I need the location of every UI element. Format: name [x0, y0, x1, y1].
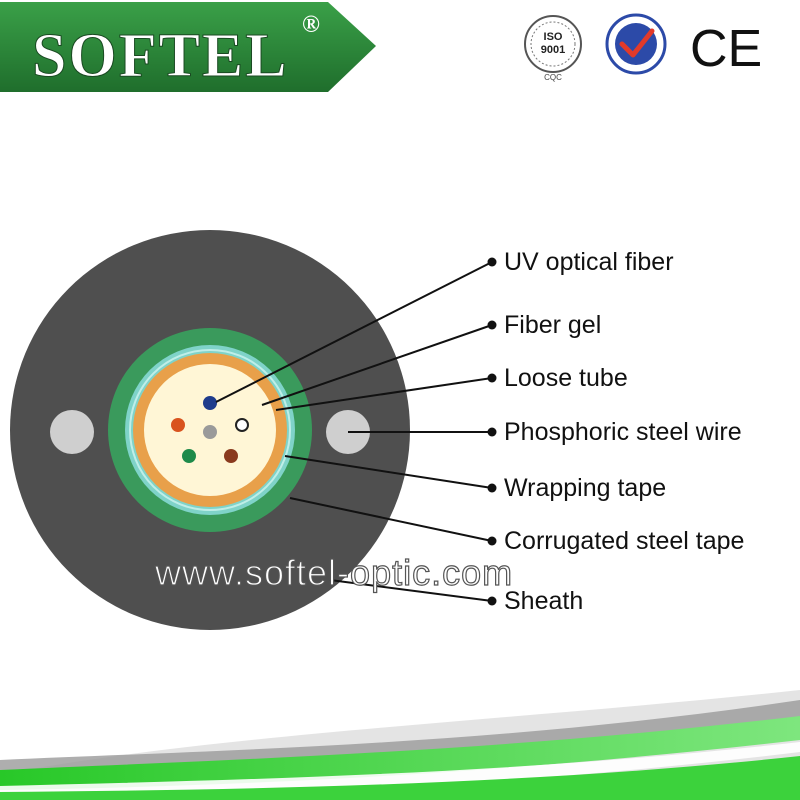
- decorative-waves: [0, 690, 800, 800]
- leader-lines: [215, 261, 493, 602]
- label-loose-tube: Loose tube: [504, 364, 628, 392]
- label-fiber-gel: Fiber gel: [504, 311, 601, 339]
- label-corrugated-steel-tape: Corrugated steel tape: [504, 527, 744, 555]
- registered-mark: ®: [302, 12, 320, 38]
- steel-wire-left: [50, 410, 94, 454]
- label-sheath: Sheath: [504, 587, 583, 615]
- iso-badge-line1: ISO: [544, 31, 563, 43]
- ce-mark: CE: [690, 20, 762, 78]
- softel-logo: SOFTEL ®: [0, 2, 376, 92]
- header: SOFTEL ® ISO 9001 CQC CE: [0, 2, 762, 92]
- fiber-blue: [203, 396, 217, 410]
- logo-banner: [0, 2, 376, 92]
- diagram-labels: UV optical fiber Fiber gel Loose tube Ph…: [504, 248, 744, 615]
- fiber-brown: [224, 449, 238, 463]
- iso-9001-badge: ISO 9001 CQC: [524, 15, 582, 82]
- fiber-grey: [203, 425, 217, 439]
- leader-dots: [487, 257, 497, 606]
- label-phosphoric-steel-wire: Phosphoric steel wire: [504, 418, 742, 446]
- fiber-green: [182, 449, 196, 463]
- website-watermark: www.softel-optic.com: [154, 552, 513, 593]
- fiber-orange: [171, 418, 185, 432]
- iso-badge-sub: CQC: [544, 73, 562, 82]
- fiber-white: [235, 418, 249, 432]
- iso-badge-line2: 9001: [541, 44, 565, 56]
- label-uv-optical-fiber: UV optical fiber: [504, 248, 674, 276]
- cable-cross-section: [10, 230, 410, 630]
- brand-name: SOFTEL: [32, 22, 289, 90]
- certification-check-icon: [605, 13, 667, 75]
- label-wrapping-tape: Wrapping tape: [504, 474, 666, 502]
